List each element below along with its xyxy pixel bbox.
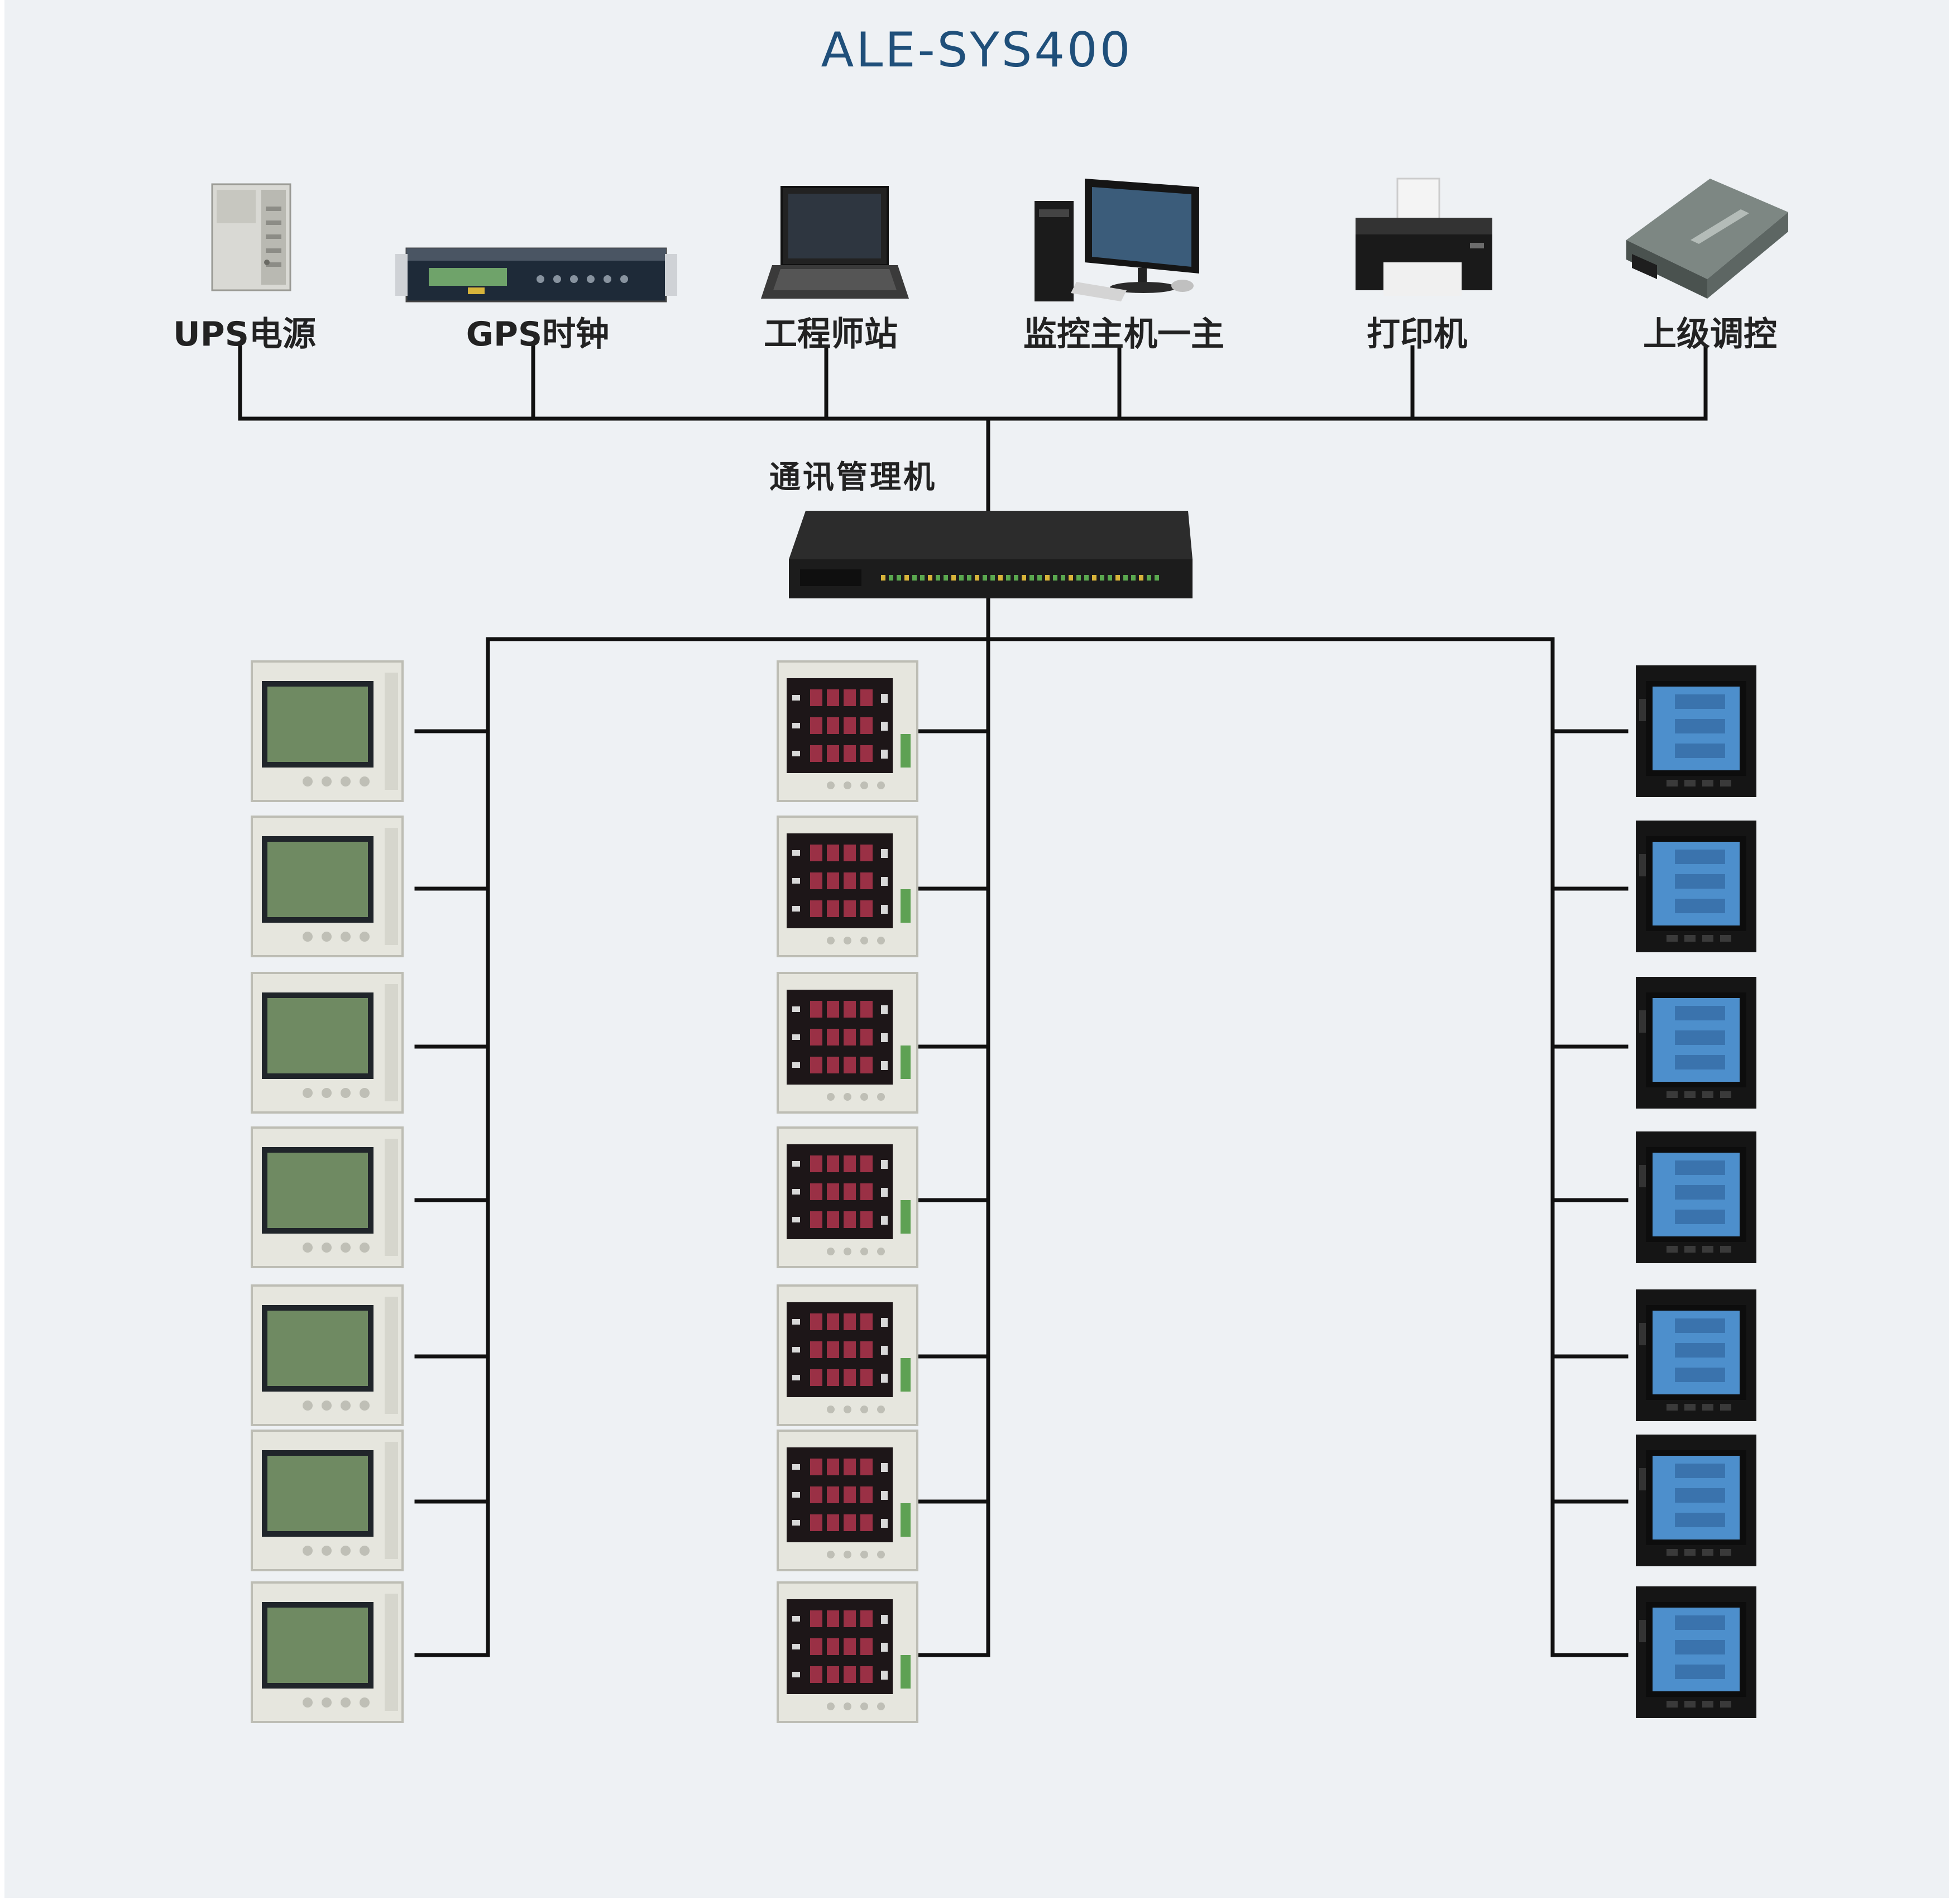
blue-lcd-power-meter-icon xyxy=(1636,1586,1756,1718)
label-ups: UPS电源 xyxy=(173,315,316,354)
led-ammeter-icon xyxy=(777,1126,918,1268)
label-upper-control: 上级调控 xyxy=(1643,315,1777,354)
led-ammeter-icon xyxy=(777,816,918,957)
led-ammeter-icon xyxy=(777,1430,918,1571)
media-converter-icon xyxy=(1626,179,1788,299)
blue-lcd-power-meter-icon xyxy=(1636,1131,1756,1263)
blue-lcd-power-meter-icon xyxy=(1636,1435,1756,1566)
blue-lcd-power-meter-icon xyxy=(1636,665,1756,797)
lcd-multifunction-meter-icon xyxy=(251,1126,404,1268)
desktop-computer-icon xyxy=(1035,179,1199,301)
lcd-multifunction-meter-icon xyxy=(251,816,404,957)
blue-lcd-power-meter-icon xyxy=(1636,1289,1756,1421)
laptop-icon xyxy=(761,186,909,299)
diagram-title: ALE-SYS400 xyxy=(821,22,1133,78)
lcd-multifunction-meter-icon xyxy=(251,972,404,1114)
lcd-multifunction-meter-icon xyxy=(251,1284,404,1426)
network-wires xyxy=(238,345,1708,1657)
communication-manager-icon xyxy=(789,511,1193,598)
lcd-multifunction-meter-icon xyxy=(251,1430,404,1571)
diagram-canvas: ALE-SYS400 UPS电源 GPS时钟 工程师站 监控主机一主 打印机 上… xyxy=(4,0,1949,1898)
printer-icon xyxy=(1356,178,1492,296)
lcd-multifunction-meter-icon xyxy=(251,660,404,802)
blue-lcd-power-meter-icon xyxy=(1636,977,1756,1109)
label-hub: 通讯管理机 xyxy=(769,459,937,496)
led-ammeter-icon xyxy=(777,1581,918,1723)
led-ammeter-icon xyxy=(777,972,918,1114)
led-ammeter-icon xyxy=(777,660,918,802)
label-gps-clock: GPS时钟 xyxy=(466,315,610,354)
label-engineer-station: 工程师站 xyxy=(764,315,898,354)
device-icons xyxy=(211,178,1788,1723)
blue-lcd-power-meter-icon xyxy=(1636,821,1756,952)
led-ammeter-icon xyxy=(777,1284,918,1426)
gps-clock-icon xyxy=(395,247,677,303)
ups-icon xyxy=(211,183,291,291)
lcd-multifunction-meter-icon xyxy=(251,1581,404,1723)
label-printer: 打印机 xyxy=(1367,315,1467,354)
label-monitor-host: 监控主机一主 xyxy=(1023,315,1224,354)
